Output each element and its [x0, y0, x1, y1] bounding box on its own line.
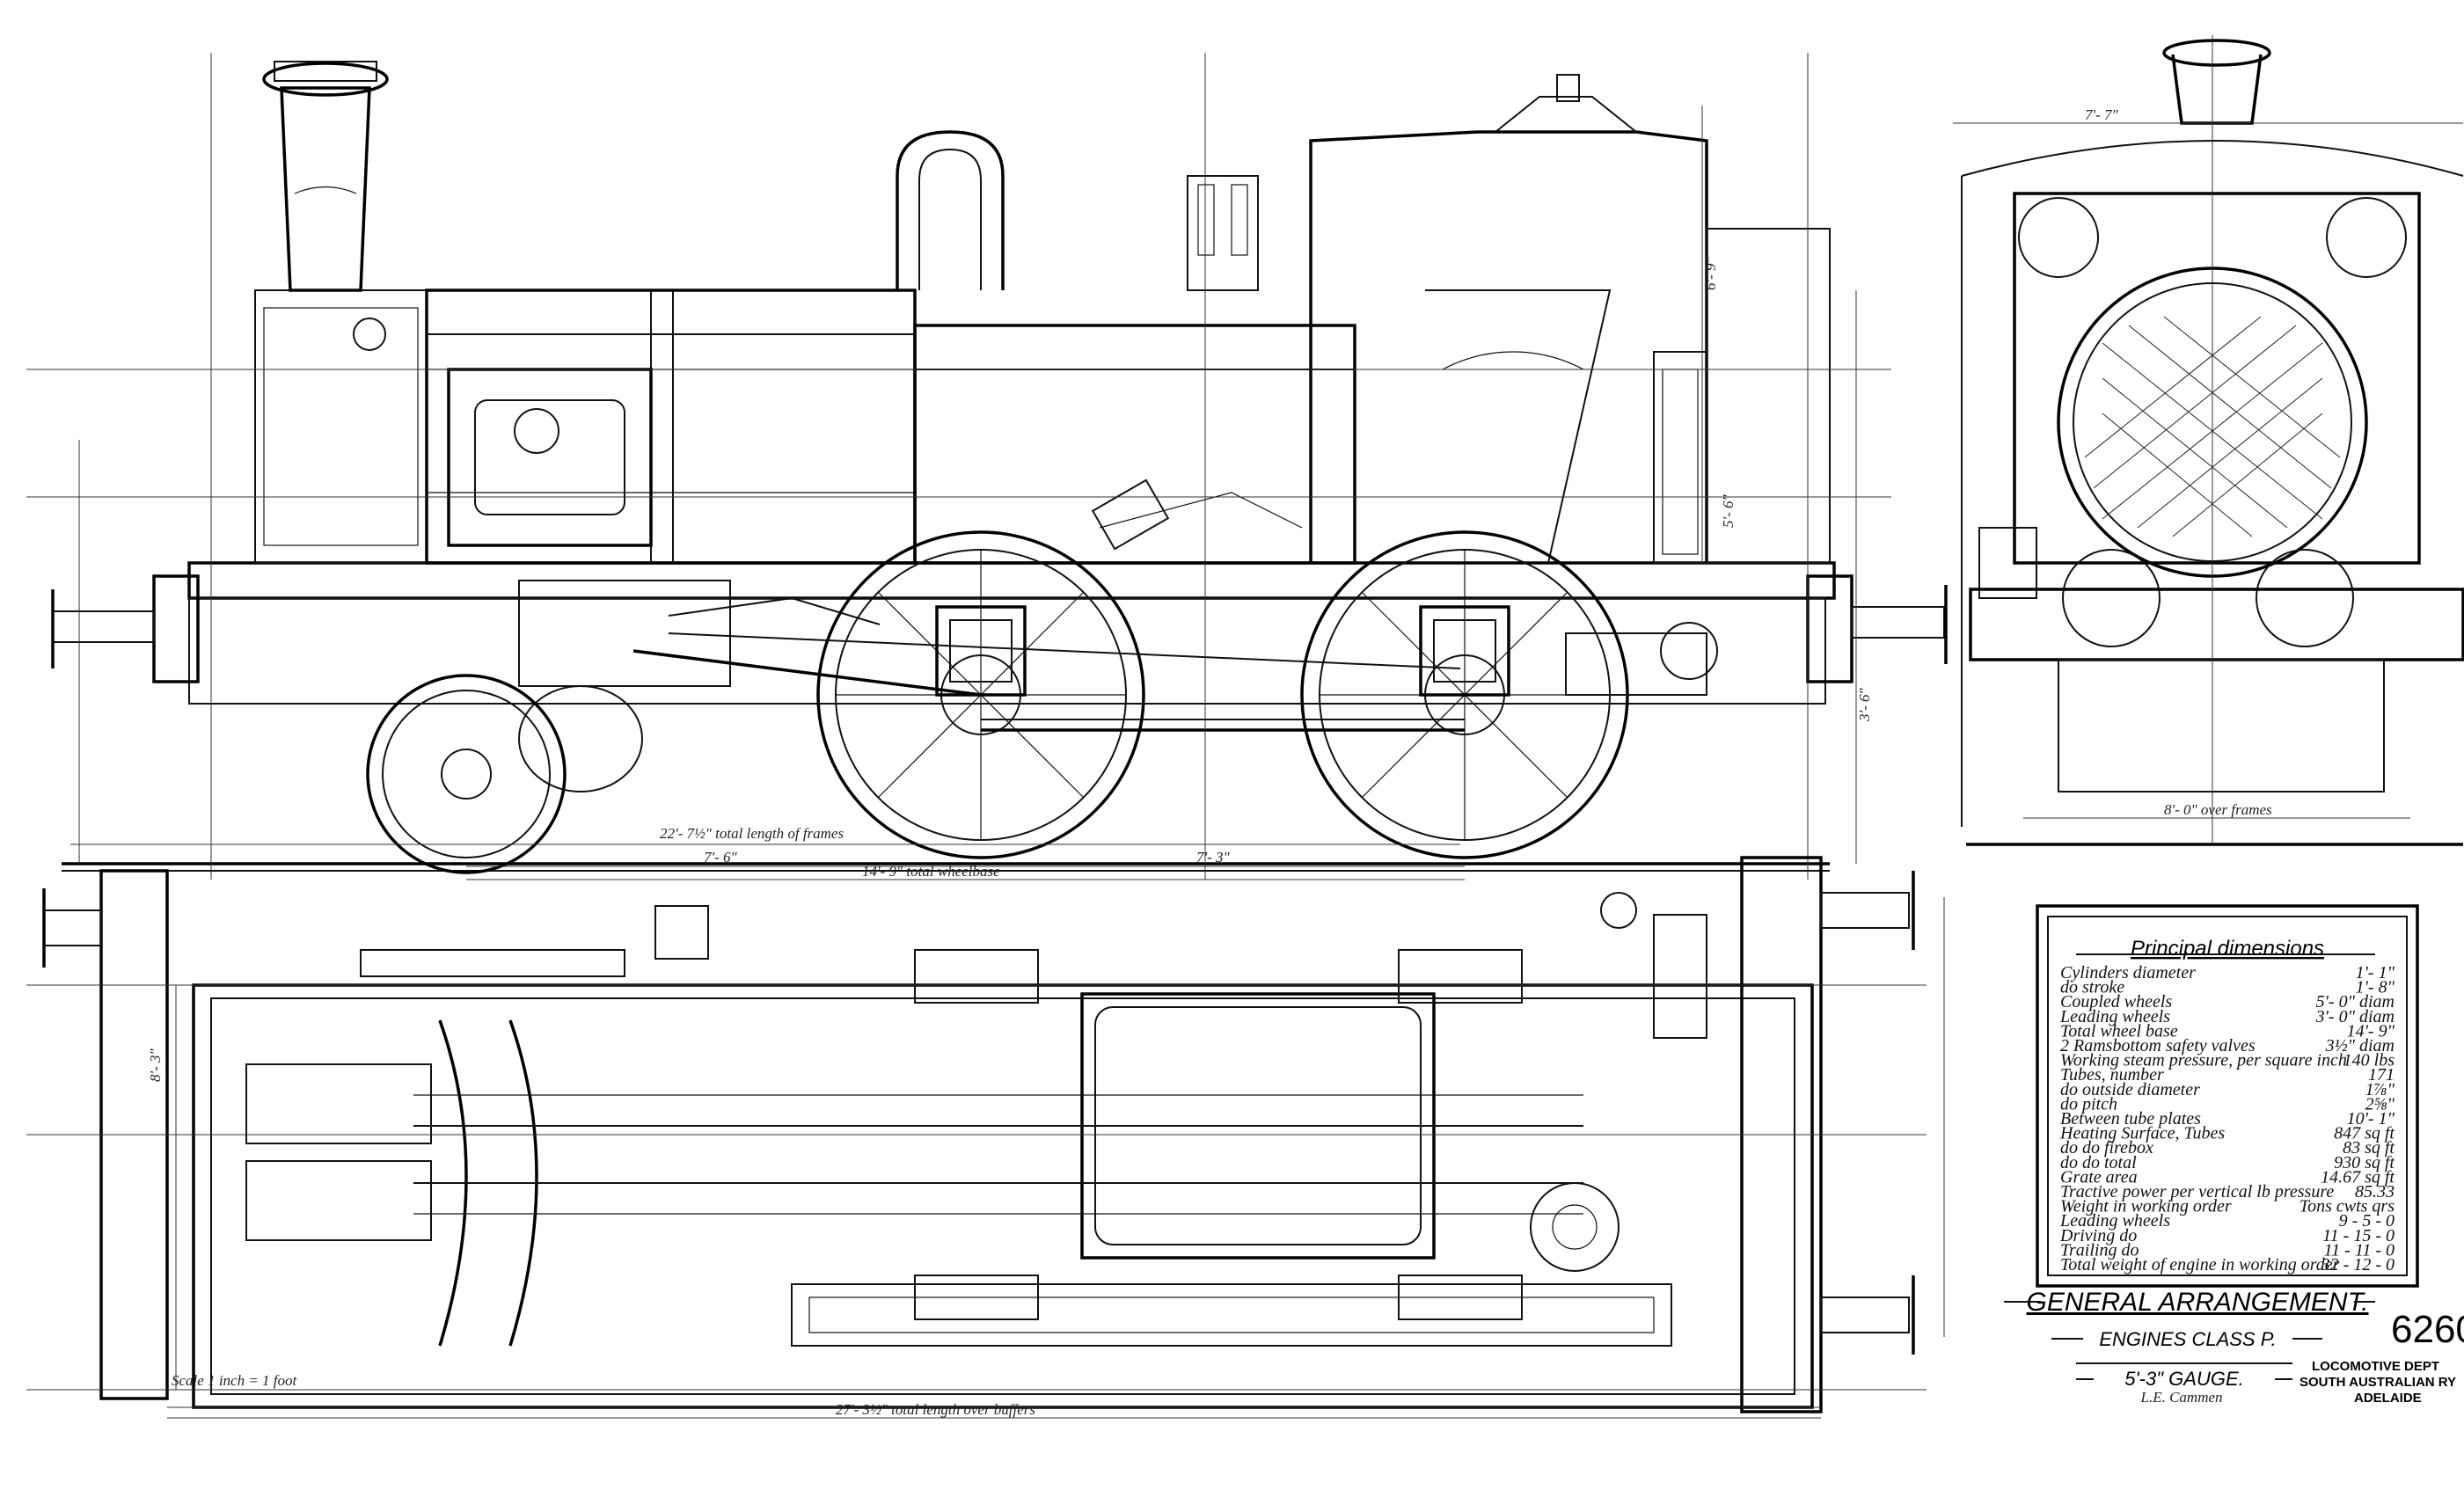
pd-row-label: Coupled wheels	[2060, 992, 2172, 1012]
pd-row-value: 1⅞"	[2365, 1080, 2395, 1099]
principal-dimensions-heading: Principal dimensions	[2131, 937, 2324, 960]
pd-row-value: 171	[2368, 1065, 2395, 1085]
dept-line-1: LOCOMOTIVE DEPT	[2312, 1359, 2439, 1374]
gauge-label: 5'-3" GAUGE.	[2124, 1368, 2244, 1390]
pd-row-value: 930 sq ft	[2334, 1153, 2395, 1172]
pd-row-value: 847 sq ft	[2334, 1124, 2395, 1143]
dept-line-2: SOUTH AUSTRALIAN RY	[2299, 1375, 2456, 1390]
pd-row-value: 14'- 9"	[2347, 1021, 2395, 1041]
pd-row-label: do pitch	[2060, 1094, 2117, 1114]
principal-dimensions-rows: Cylinders diameter 1'- 1" do stroke 1'- 8" C…	[2059, 963, 2395, 1275]
pd-row-value: 3½" diam	[2325, 1036, 2395, 1055]
dept-line-3: ADELAIDE	[2354, 1391, 2422, 1406]
pd-row-label: Cylinders diameter	[2060, 963, 2196, 982]
pd-row-label: Tractive power per vertical lb pressure	[2060, 1182, 2334, 1201]
pd-row-label: Driving do	[2059, 1226, 2137, 1245]
pd-row-label: Total wheel base	[2060, 1021, 2178, 1041]
drawing-number: 6260	[2391, 1308, 2464, 1351]
pd-row-value: 1'- 1"	[2356, 963, 2395, 982]
pd-row-value: 3'- 0" diam	[2315, 1007, 2395, 1026]
principal-dimensions-table	[2036, 904, 2419, 1288]
pd-row-label: Weight in working order	[2060, 1197, 2232, 1216]
end-top-dim-label: 7'- 7"	[2085, 106, 2119, 123]
pd-row-label: do outside diameter	[2060, 1080, 2200, 1099]
side-height-dim-label: 3'- 6"	[1856, 687, 1873, 722]
side-tank-height-label: 6'- 9"	[1702, 256, 1719, 290]
pd-row-value: 83 sq ft	[2343, 1138, 2395, 1158]
pd-row-value: 140 lbs	[2343, 1051, 2395, 1070]
pd-row-label: Tubes, number	[2060, 1065, 2164, 1085]
pd-row-label: Between tube plates	[2060, 1109, 2201, 1128]
end-width-label: 8'- 0" over frames	[2164, 801, 2272, 818]
pd-row-label: do do total	[2060, 1153, 2137, 1172]
pd-row-value: 14.67 sq ft	[2321, 1167, 2395, 1187]
pd-row-label: 2 Ramsbottom safety valves	[2060, 1036, 2256, 1055]
side-coupled-dim-label: 7'- 3"	[1196, 849, 1231, 866]
pd-row-label: Grate area	[2060, 1167, 2138, 1187]
side-wheelbase-label: 14'- 9" total wheelbase	[862, 863, 1000, 880]
plan-view	[26, 856, 1945, 1419]
pd-row-value: Tons cwts qrs	[2299, 1197, 2395, 1216]
pd-row-value: 10'- 1"	[2347, 1109, 2395, 1128]
side-total-frames-label: 22'- 7½" total length of frames	[660, 825, 844, 842]
engine-class-subtitle: ENGINES CLASS P.	[2099, 1328, 2276, 1350]
pd-row-value: 1'- 8"	[2356, 978, 2395, 997]
pd-row-label: Leading wheels	[2059, 1007, 2170, 1026]
pd-row-label: do stroke	[2060, 978, 2124, 997]
end-elevation	[1953, 35, 2464, 846]
pd-row-value: 11 - 15 - 0	[2322, 1226, 2395, 1245]
side-diameter-label: 5'- 6"	[1720, 493, 1736, 528]
side-elevation	[26, 53, 1948, 880]
signature: L.E. Cammen	[2139, 1389, 2222, 1406]
pd-row-value: 2⅝"	[2365, 1094, 2395, 1114]
pd-row-label: Leading wheels	[2059, 1211, 2170, 1231]
title-block	[2004, 1301, 2375, 1380]
side-leading-dim-label: 7'- 6"	[704, 849, 738, 866]
plan-total-buffers-label: 27'- 3½" total length over buffers	[836, 1401, 1035, 1418]
pd-row-label: do do firebox	[2060, 1138, 2153, 1158]
pd-row-value: 11 - 11 - 0	[2324, 1240, 2395, 1260]
pd-row-label: Heating Surface, Tubes	[2059, 1124, 2225, 1143]
pd-row-label: Working steam pressure, per square inch	[2060, 1051, 2347, 1070]
plan-width-label: 8'- 3"	[147, 1048, 164, 1082]
pd-row-label: Total weight of engine in working order	[2060, 1255, 2340, 1275]
drawing-title: GENERAL ARRANGEMENT.	[2027, 1288, 2369, 1317]
pd-row-value: 32 - 12 - 0	[2321, 1255, 2395, 1275]
pd-row-value: 5'- 0" diam	[2316, 992, 2395, 1012]
pd-row-value: 9 - 5 - 0	[2339, 1211, 2395, 1231]
pd-row-label: Trailing do	[2060, 1240, 2139, 1260]
plan-scale-label: Scale 1 inch = 1 foot	[172, 1372, 298, 1389]
pd-row-value: 85.33	[2355, 1182, 2395, 1201]
